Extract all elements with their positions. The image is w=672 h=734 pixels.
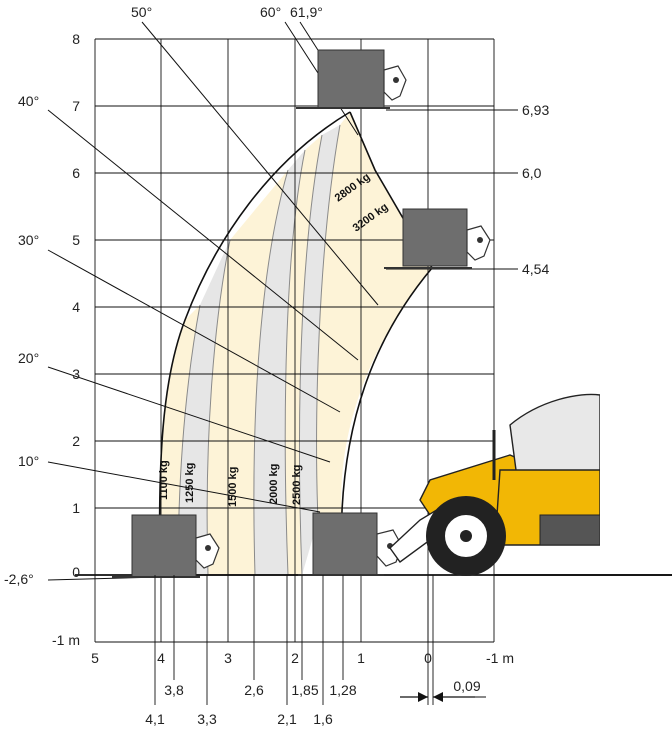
reach-value-1-28: 1,28 (329, 682, 356, 698)
zone-line-4 (284, 149, 306, 576)
x-tick-1: 1 (357, 650, 365, 666)
angle-label-60: 60° (260, 4, 281, 20)
reach-value-3-8: 3,8 (164, 682, 184, 698)
height-label-6-93: 6,93 (522, 102, 549, 118)
height-label-4-54: 4,54 (522, 261, 549, 277)
angle-label-neg-2-6: -2,6° (4, 571, 34, 587)
zone-line-2 (206, 239, 231, 576)
height-labels: 6,93 6,0 4,54 (522, 102, 549, 277)
x-axis-labels: 5 4 3 2 1 0 -1 m (91, 650, 514, 666)
bottom-value-labels: 3,8 2,6 1,85 1,28 4,1 3,3 2,1 1,6 (145, 682, 357, 727)
y-tick-7: 7 (72, 98, 80, 114)
angle-label-61-9: 61,9° (290, 4, 323, 20)
bottom-value-leaders (154, 575, 434, 705)
zone-label-2500: 2500 kg (291, 465, 303, 505)
y-tick-0: 0 (72, 564, 80, 580)
angle-line-30 (47, 249, 341, 413)
x-tick-2: 2 (291, 650, 299, 666)
zone-label-1500: 1500 kg (227, 467, 239, 507)
telehandler-machine (389, 393, 601, 576)
y-tick-6: 6 (72, 165, 80, 181)
envelope-outer-curve (158, 111, 351, 576)
angle-label-10: 10° (18, 453, 39, 469)
y-tick-1: 1 (72, 500, 80, 516)
angle-line-40 (47, 109, 359, 361)
angle-line-20 (47, 366, 331, 463)
y-tick-4: 4 (72, 299, 80, 315)
y-axis-labels: 8 7 6 5 4 3 2 1 0 -1 m (52, 31, 80, 648)
reach-value-4-1: 4,1 (145, 711, 165, 727)
angle-label-30: 30° (18, 232, 39, 248)
y-unit-label: -1 m (52, 632, 80, 648)
angle-line-10 (47, 461, 321, 513)
attachment-top (296, 49, 407, 109)
zone-label-2000: 2000 kg (268, 464, 280, 504)
angle-label-50: 50° (131, 4, 152, 20)
machine-step (539, 514, 601, 546)
x-tick-5: 5 (91, 650, 99, 666)
angle-line-50 (141, 21, 379, 306)
reach-value-1-85: 1,85 (291, 682, 318, 698)
x-tick-4: 4 (157, 650, 165, 666)
zone-line-3 (253, 169, 289, 576)
attachment-bottom-right (298, 512, 403, 576)
zone-band-1100 (159, 305, 200, 575)
reach-value-3-3: 3,3 (197, 711, 217, 727)
x-unit-label: -1 m (486, 650, 514, 666)
zone-divider-lines (177, 124, 341, 576)
reach-value-2-1: 2,1 (277, 711, 297, 727)
reach-value-1-6: 1,6 (313, 711, 333, 727)
offset-dimension: 0,09 (400, 575, 486, 705)
angle-label-40: 40° (18, 93, 39, 109)
grid (75, 38, 672, 643)
zone-band-2800 (299, 125, 340, 575)
y-tick-3: 3 (72, 366, 80, 382)
y-tick-5: 5 (72, 232, 80, 248)
reach-value-2-6: 2,6 (244, 682, 264, 698)
y-tick-8: 8 (72, 31, 80, 47)
attachment-mid (384, 208, 491, 269)
zone-label-1250: 1250 kg (184, 463, 196, 503)
zone-band-2500 (285, 135, 322, 575)
y-tick-2: 2 (72, 433, 80, 449)
x-tick-3: 3 (224, 650, 232, 666)
zone-band-1500 (207, 170, 288, 575)
zone-line-6 (316, 124, 341, 521)
height-label-6-0: 6,0 (522, 165, 542, 181)
zone-label-1100: 1100 kg (158, 460, 170, 500)
angle-label-20: 20° (18, 350, 39, 366)
zone-band-3200 (316, 112, 432, 520)
zone-line-5 (298, 134, 323, 576)
attachment-bottom-left (112, 514, 220, 578)
zone-band-2000 (253, 150, 305, 575)
angle-labels: 50° 60° 61,9° 40° 30° 20° 10° -2,6° (4, 4, 323, 587)
offset-value: 0,09 (453, 678, 480, 694)
